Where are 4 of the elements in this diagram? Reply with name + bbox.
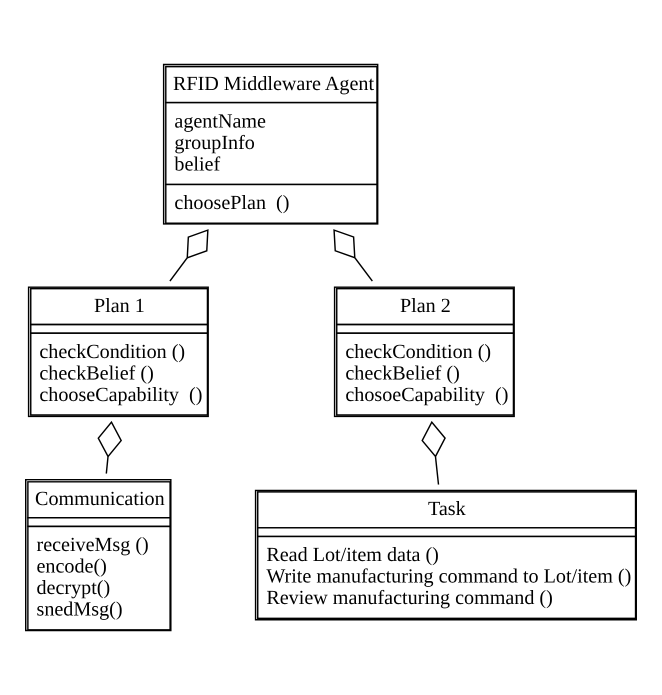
- connector: [169, 229, 209, 282]
- connector: [97, 420, 122, 474]
- connector: [421, 420, 446, 485]
- connector: [333, 229, 373, 282]
